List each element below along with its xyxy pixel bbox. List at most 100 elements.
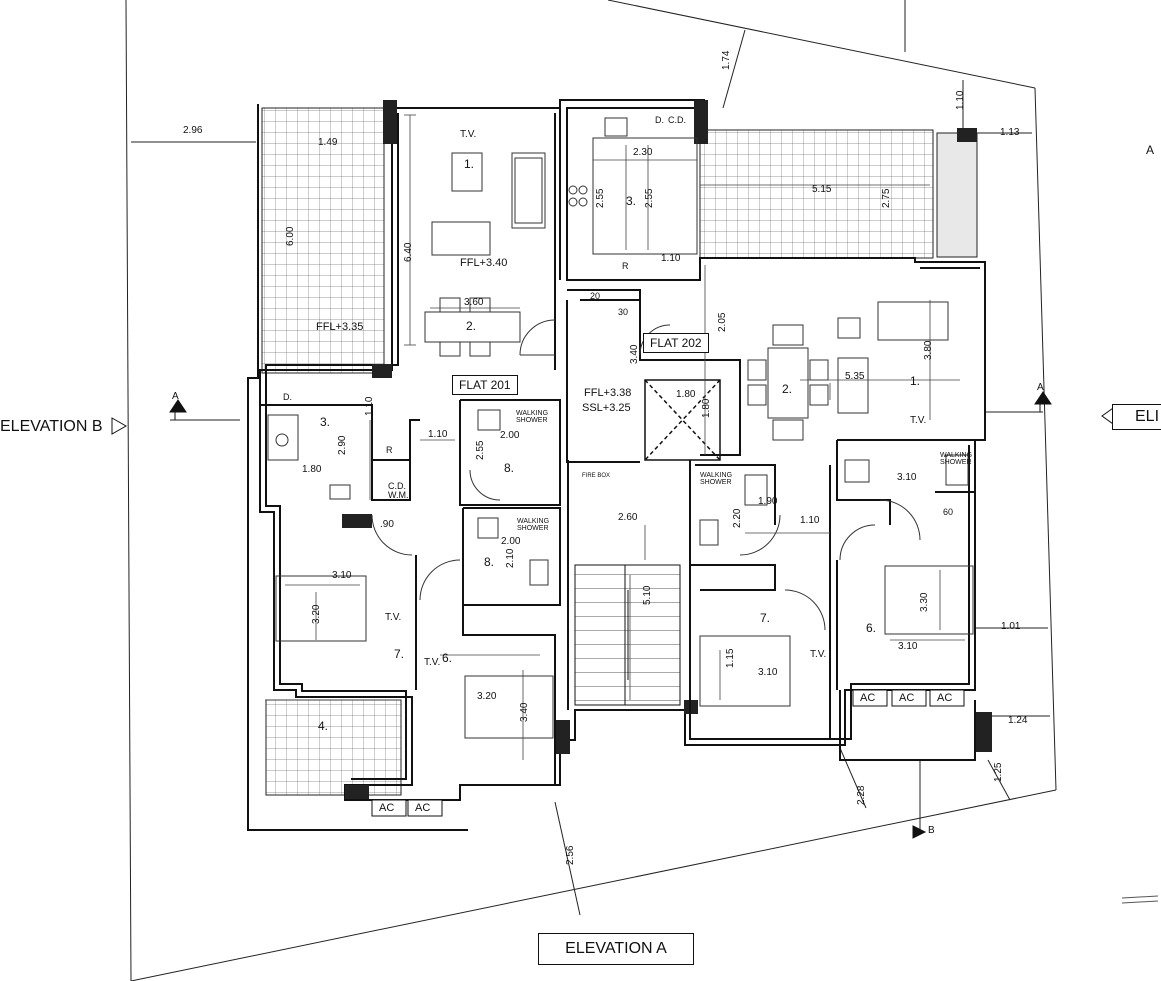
- terraces: [261, 107, 978, 796]
- dishwasher-label-2: D.: [655, 115, 664, 125]
- level-ffl-340: FFL+3.40: [460, 257, 508, 269]
- ac-label-2: AC: [415, 802, 431, 814]
- section-a-far: A: [1146, 143, 1155, 157]
- dim-6-00: 6.00: [285, 226, 296, 246]
- dim-1-01: 1.01: [1001, 621, 1021, 632]
- furniture: [267, 117, 974, 739]
- room-left-living: 1.: [464, 157, 475, 171]
- dimension-lines: [265, 114, 965, 760]
- dim-2-60: 2.60: [618, 512, 638, 523]
- dim-2-55-c: 2.55: [644, 188, 655, 208]
- level-ffl-335: FFL+3.35: [316, 321, 364, 333]
- interior-walls: [260, 113, 975, 785]
- dim-1-10-b: 1.10: [364, 396, 375, 416]
- tv-label-4: T.V.: [910, 415, 927, 426]
- dim-2-00-a: 2.00: [500, 430, 520, 441]
- dim-2-56: 2.56: [565, 845, 576, 865]
- dim-2-55-a: 2.55: [475, 440, 486, 460]
- lift-shaft: [644, 379, 721, 461]
- ac-label-3: AC: [860, 692, 876, 704]
- dim-2-28: 2.28: [856, 785, 867, 805]
- elevation-a-label: ELEVATION A: [538, 933, 694, 965]
- level-ssl-325: SSL+3.25: [582, 402, 631, 414]
- ac-label-4: AC: [899, 692, 915, 704]
- columns: [342, 100, 992, 799]
- cd-label: C.D.: [668, 115, 686, 125]
- dim-1-10-e: 1.10: [800, 515, 820, 526]
- ac-label-1: AC: [379, 802, 395, 814]
- dim-60: 60: [943, 507, 954, 517]
- dim-2-10: 2.10: [505, 548, 516, 568]
- site-boundary: [125, 0, 1057, 981]
- dim-2-05: 2.05: [717, 312, 728, 332]
- room-right-bed6: 6.: [866, 621, 877, 635]
- dim-1-74: 1.74: [721, 50, 732, 70]
- elevation-c-label: ELI: [1112, 404, 1161, 430]
- cd-wm-label: C.D. W.M.: [388, 481, 409, 500]
- tv-label-5: T.V.: [810, 649, 827, 660]
- dishwasher-label: D.: [283, 392, 292, 402]
- dim-3-20-b: 3.20: [477, 691, 497, 702]
- dim-3-10-b: 3.10: [897, 472, 917, 483]
- fridge-label-1: R: [386, 445, 393, 455]
- level-ffl-338: FFL+3.38: [584, 387, 632, 399]
- dim-3-40-b: 3.40: [629, 344, 640, 364]
- fridge-label-2: R: [622, 261, 629, 271]
- dim-3-20-a: 3.20: [311, 604, 322, 624]
- dim-2-20: 2.20: [732, 508, 743, 528]
- dim-2-75: 2.75: [881, 188, 892, 208]
- dim-1-80-c: 1.80: [701, 398, 712, 418]
- section-a-left: A: [172, 391, 179, 402]
- walking-shower-4: WALKING SHOWER: [940, 452, 973, 466]
- misc-marks: [1121, 895, 1159, 904]
- dim-2-96: 2.96: [183, 125, 203, 136]
- room-north-kitchen: 3.: [626, 194, 637, 208]
- room-left-bath-8b: 8.: [484, 555, 495, 569]
- dim-1-13: 1.13: [1000, 127, 1020, 138]
- room-right-dining: 2.: [782, 382, 793, 396]
- elevation-b-label: ELEVATION B: [0, 414, 107, 440]
- flat-201-label: FLAT 201: [452, 375, 518, 395]
- dim-30: 30: [618, 307, 629, 317]
- room-left-bed6: 6.: [442, 651, 453, 665]
- dim-3-30: 3.30: [919, 592, 930, 612]
- dim-2-55-b: 2.55: [595, 188, 606, 208]
- dim-20: 20: [590, 291, 601, 301]
- door-swings: [371, 319, 921, 631]
- dim-5-10: 5.10: [642, 585, 653, 605]
- dim-5-35: 5.35: [845, 371, 865, 382]
- room-left-bed7: 7.: [394, 647, 405, 661]
- walking-shower-1: WALKING SHOWER: [516, 410, 549, 424]
- stair: [574, 564, 681, 706]
- section-markers: [111, 391, 1117, 839]
- dim-3-80: 3.80: [923, 340, 934, 360]
- room-right-bed7: 7.: [760, 611, 771, 625]
- dim-2-30: 2.30: [633, 147, 653, 158]
- tv-label-3: T.V.: [424, 657, 441, 668]
- dim-3-10-d: 3.10: [758, 667, 778, 678]
- dim-1-10-c: 1.10: [661, 253, 681, 264]
- dim-3-60: 3.60: [464, 297, 484, 308]
- dim-1-25: 1.25: [993, 762, 1004, 782]
- room-right-living: 1.: [910, 374, 921, 388]
- room-left-kitchen: 3.: [320, 415, 331, 429]
- dim-1-10-d: 1.10: [955, 90, 966, 110]
- room-left-bath-8a: 8.: [504, 461, 515, 475]
- room-left-terrace: 4.: [318, 719, 329, 733]
- dim-1-80-b: 1.80: [676, 389, 696, 400]
- tv-label-1: T.V.: [460, 129, 477, 140]
- dim-1-90: 1.90: [758, 496, 778, 507]
- walking-shower-3: WALKING SHOWER: [700, 472, 733, 486]
- dim-3-10-a: 3.10: [332, 570, 352, 581]
- dim-1-80-a: 1.80: [302, 464, 322, 475]
- walking-shower-2: WALKING SHOWER: [517, 518, 550, 532]
- fire-box-label: FIRE BOX: [582, 473, 611, 479]
- dim-1-15: 1.15: [725, 648, 736, 668]
- section-b-bottom: B: [928, 825, 935, 836]
- dim-2-90: 2.90: [337, 435, 348, 455]
- flat-202-label: FLAT 202: [643, 333, 709, 353]
- dim-0-90: .90: [380, 519, 394, 530]
- dim-3-10-c: 3.10: [898, 641, 918, 652]
- dim-1-10-a: 1.10: [428, 429, 448, 440]
